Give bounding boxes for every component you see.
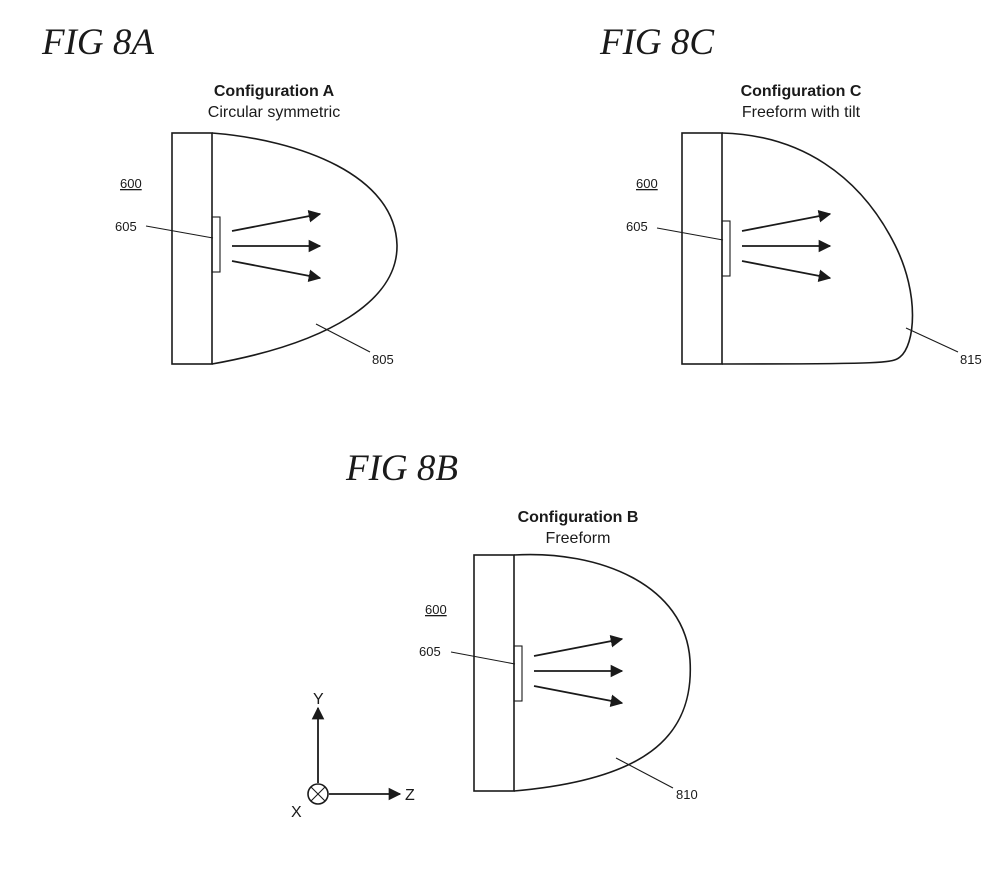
figure-8b-emitter-605 (513, 645, 523, 702)
figure-8c-leader-605 (656, 227, 724, 241)
figure-8a-leader-605 (145, 225, 214, 239)
figure-8a-ref-605: 605 (115, 219, 137, 234)
figure-8a-light-ray-up (231, 209, 322, 232)
figure-8b-ref-600: 600 (425, 602, 447, 617)
figure-8b-config-title: Configuration B (518, 509, 639, 526)
figure-8b-ref-810: 810 (676, 787, 698, 802)
x-axis-into-page-icon (307, 783, 329, 805)
figure-8b: FIG 8B Configuration B Freeform 600 605 … (345, 448, 698, 802)
figure-8c-emitter-605 (721, 220, 731, 277)
figure-8c-config-title: Configuration C (741, 83, 862, 100)
figure-8a-emitter-605 (211, 216, 221, 273)
figure-8b-label: FIG 8B (345, 448, 458, 489)
figure-8b-light-ray-up (533, 634, 624, 657)
y-axis-label: Y (313, 691, 324, 708)
figure-8c-leader-815 (905, 327, 959, 353)
figure-8a-label: FIG 8A (41, 22, 154, 63)
figure-8a-config-subtitle: Circular symmetric (208, 104, 340, 121)
figure-8b-light-ray-down (533, 685, 624, 708)
coordinate-axes: Y Z X (291, 691, 415, 821)
figure-8c-device-housing (681, 132, 723, 365)
figure-8b-config-subtitle: Freeform (546, 530, 611, 547)
figure-8a: FIG 8A Configuration A Circular symmetri… (41, 22, 398, 367)
figure-8a-ref-805: 805 (372, 352, 394, 367)
figure-8c-light-ray-up (741, 209, 832, 232)
figure-8a-optic-805 (211, 132, 398, 365)
figure-8b-ref-605: 605 (419, 644, 441, 659)
figure-8a-device-housing (171, 132, 213, 365)
figure-8a-light-ray-down (231, 260, 322, 283)
z-axis-label: Z (405, 787, 415, 804)
figure-8c-ref-600: 600 (636, 176, 658, 191)
figure-8a-config-title: Configuration A (214, 83, 335, 100)
figure-8c-label: FIG 8C (599, 22, 715, 63)
figure-8b-leader-605 (450, 651, 516, 665)
figure-8c-ref-605: 605 (626, 219, 648, 234)
figure-8a-ref-600: 600 (120, 176, 142, 191)
figure-8b-optic-810 (513, 553, 692, 792)
figure-8c-light-ray-down (741, 260, 832, 283)
figure-8b-device-housing (473, 554, 515, 792)
figure-8c-optic-815 (721, 132, 914, 365)
figure-8c-ref-815: 815 (960, 352, 982, 367)
figure-8a-leader-805 (315, 323, 371, 353)
x-axis-label: X (291, 804, 302, 821)
figure-8c-config-subtitle: Freeform with tilt (742, 104, 861, 121)
figure-8c: FIG 8C Configuration C Freeform with til… (599, 22, 982, 367)
figure-8b-leader-810 (615, 757, 674, 789)
